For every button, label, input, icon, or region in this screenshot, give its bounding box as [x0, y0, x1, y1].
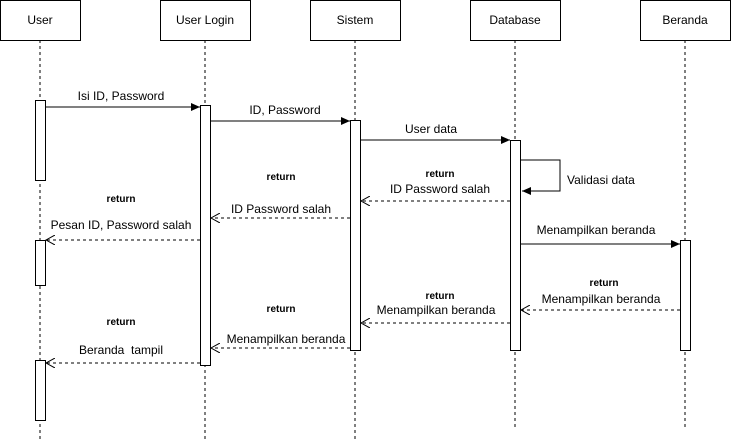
participant-sistem-label: Sistem — [337, 13, 374, 27]
participant-beranda: Beranda — [640, 0, 731, 41]
participant-sistem: Sistem — [310, 0, 401, 41]
participant-user-login-label: User Login — [176, 13, 234, 27]
activation-user-1 — [35, 100, 46, 181]
activation-sistem — [350, 120, 361, 351]
return-label-id-password-salah-sistem: ID Password salah — [231, 202, 331, 216]
return-keyword-sistem-login: return — [267, 172, 296, 183]
return-keyword-login-user-2: return — [107, 317, 136, 328]
message-label-id-password: ID, Password — [249, 103, 320, 117]
participant-user: User — [0, 0, 81, 41]
activation-user-3 — [35, 360, 46, 421]
return-label-menampilkan-beranda-db-sistem: Menampilkan beranda — [377, 303, 496, 317]
participant-user-label: User — [27, 13, 52, 27]
return-label-beranda-tampil: Beranda tampil — [79, 343, 163, 357]
return-keyword-beranda-db: return — [590, 278, 619, 289]
message-label-validasi-data: Validasi data — [567, 173, 635, 187]
return-keyword-db-sistem-2: return — [426, 291, 455, 302]
return-label-id-password-salah-db: ID Password salah — [390, 182, 490, 196]
message-label-isi-id: Isi ID, Password — [78, 89, 165, 103]
participant-user-login: User Login — [160, 0, 251, 41]
return-keyword-db-sistem: return — [426, 169, 455, 180]
message-label-menampilkan-beranda-db: Menampilkan beranda — [537, 223, 656, 237]
activation-user-login — [200, 105, 211, 366]
participant-database-label: Database — [489, 13, 541, 27]
return-keyword-login-user: return — [107, 194, 136, 205]
return-keyword-sistem-login-2: return — [267, 304, 296, 315]
message-label-user-data: User data — [405, 122, 457, 136]
participant-database: Database — [470, 0, 561, 41]
return-label-menampilkan-beranda-sistem-login: Menampilkan beranda — [227, 332, 346, 346]
message-arrow-validasi-data — [520, 159, 561, 195]
activation-beranda — [680, 240, 691, 351]
participant-beranda-label: Beranda — [662, 13, 708, 27]
activation-user-2 — [35, 240, 46, 286]
return-label-pesan-salah: Pesan ID, Password salah — [51, 218, 192, 232]
return-label-menampilkan-beranda-beranda: Menampilkan beranda — [542, 292, 661, 306]
activation-database — [510, 140, 521, 351]
